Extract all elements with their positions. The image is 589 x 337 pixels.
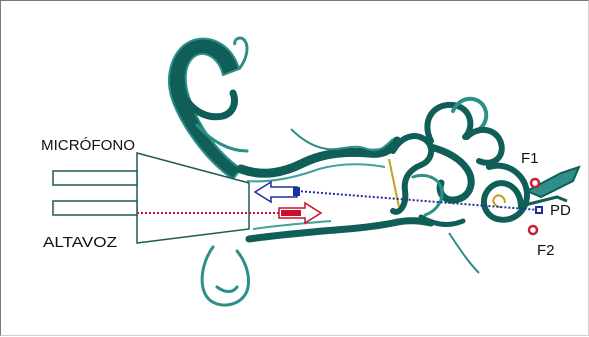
f1-marker xyxy=(531,179,539,187)
ear-lobe xyxy=(202,247,248,305)
nerve-line xyxy=(449,233,479,273)
pd-marker xyxy=(536,207,542,213)
f1-label: F1 xyxy=(521,150,539,167)
f2-label: F2 xyxy=(537,242,555,259)
cochlea-inner xyxy=(493,195,505,207)
labels: MICRÓFONO ALTAVOZ F1 PD F2 xyxy=(41,137,571,259)
microphone-arrow xyxy=(255,182,297,202)
cochlea xyxy=(484,166,527,220)
speaker-tube xyxy=(53,201,137,215)
speaker-label: ALTAVOZ xyxy=(43,234,117,251)
speaker-arrow-fill xyxy=(281,210,301,216)
vestibule xyxy=(431,147,471,200)
canal-outline-top xyxy=(291,129,393,150)
semicircular-canal-1 xyxy=(427,105,470,141)
f2-marker xyxy=(529,226,537,234)
inner-fold xyxy=(413,175,442,215)
canal-lower-highlight xyxy=(253,221,331,229)
microphone-signal-line xyxy=(297,191,539,210)
canal-lower-wall xyxy=(249,221,431,239)
microphone-arrow-source xyxy=(293,187,300,196)
semicircular-canal-3 xyxy=(467,130,502,163)
lobe-fold xyxy=(217,287,237,292)
microphone-label: MICRÓFONO xyxy=(41,137,135,154)
pd-label: PD xyxy=(550,202,571,219)
microphone-tube xyxy=(53,171,137,185)
